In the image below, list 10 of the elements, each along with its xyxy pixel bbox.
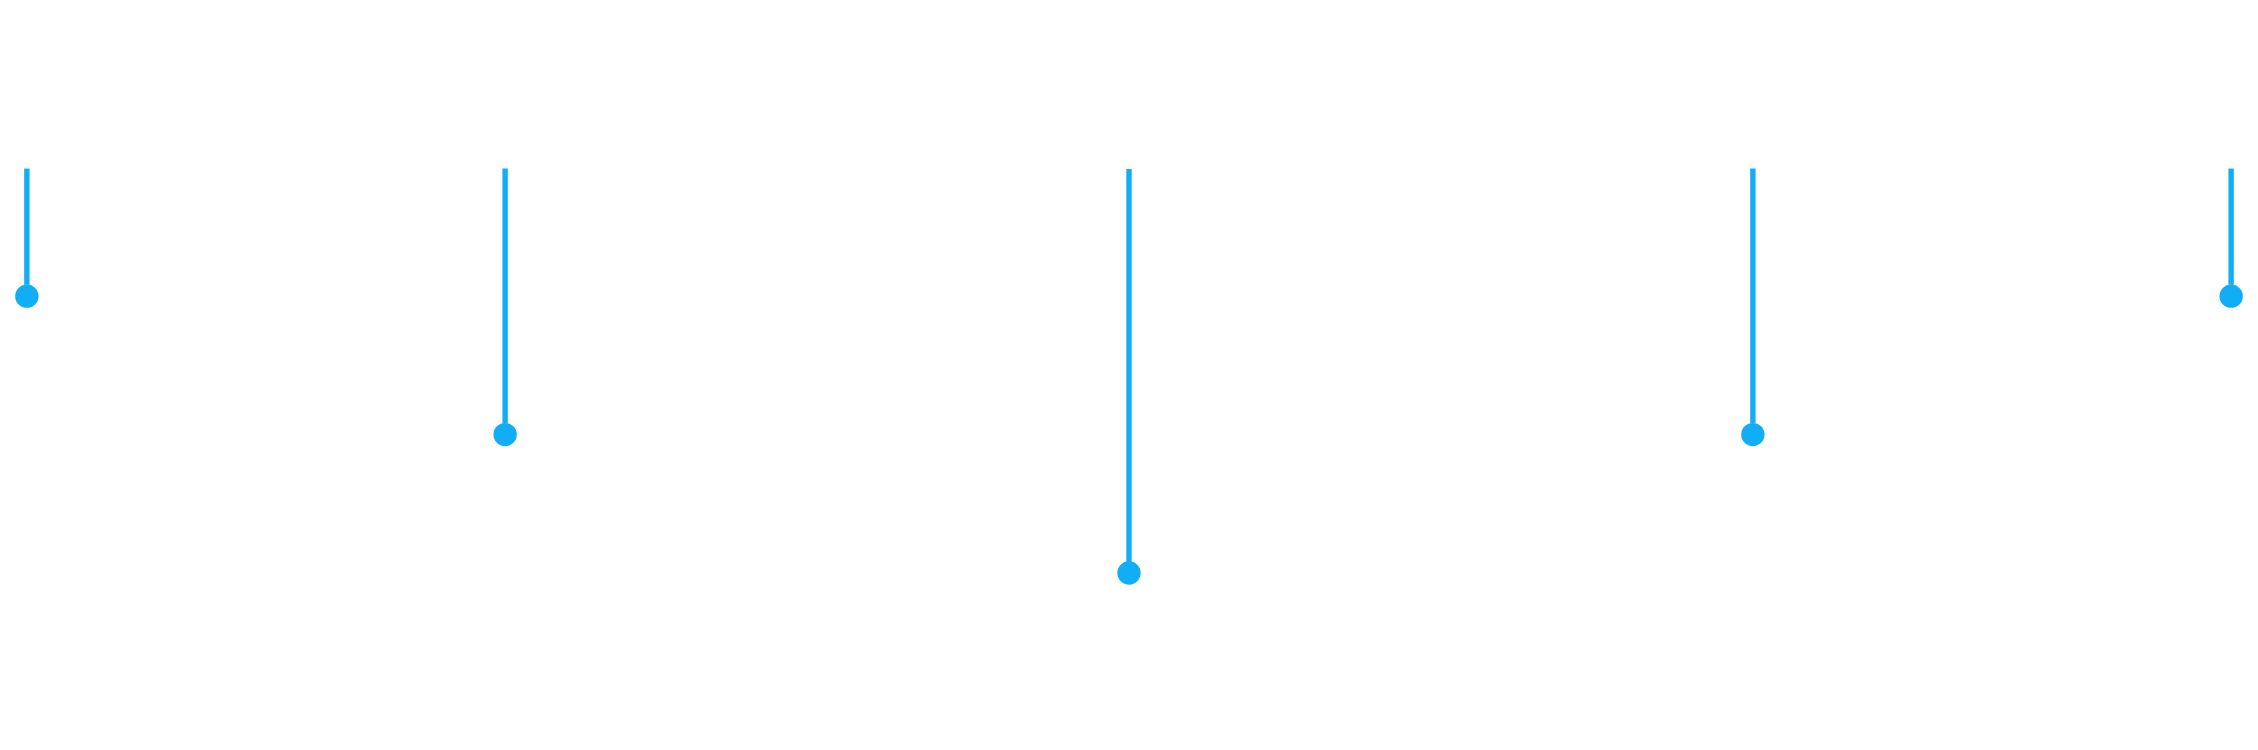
node-circle (15, 283, 39, 308)
node-circle (1741, 422, 1765, 446)
node-circle (1117, 560, 1141, 585)
connector (1126, 168, 1132, 562)
connector (502, 168, 508, 423)
connector (1750, 168, 1756, 423)
connector (2228, 168, 2234, 285)
node-circle (493, 422, 517, 446)
connector (24, 168, 30, 285)
node-circle (2219, 283, 2243, 308)
